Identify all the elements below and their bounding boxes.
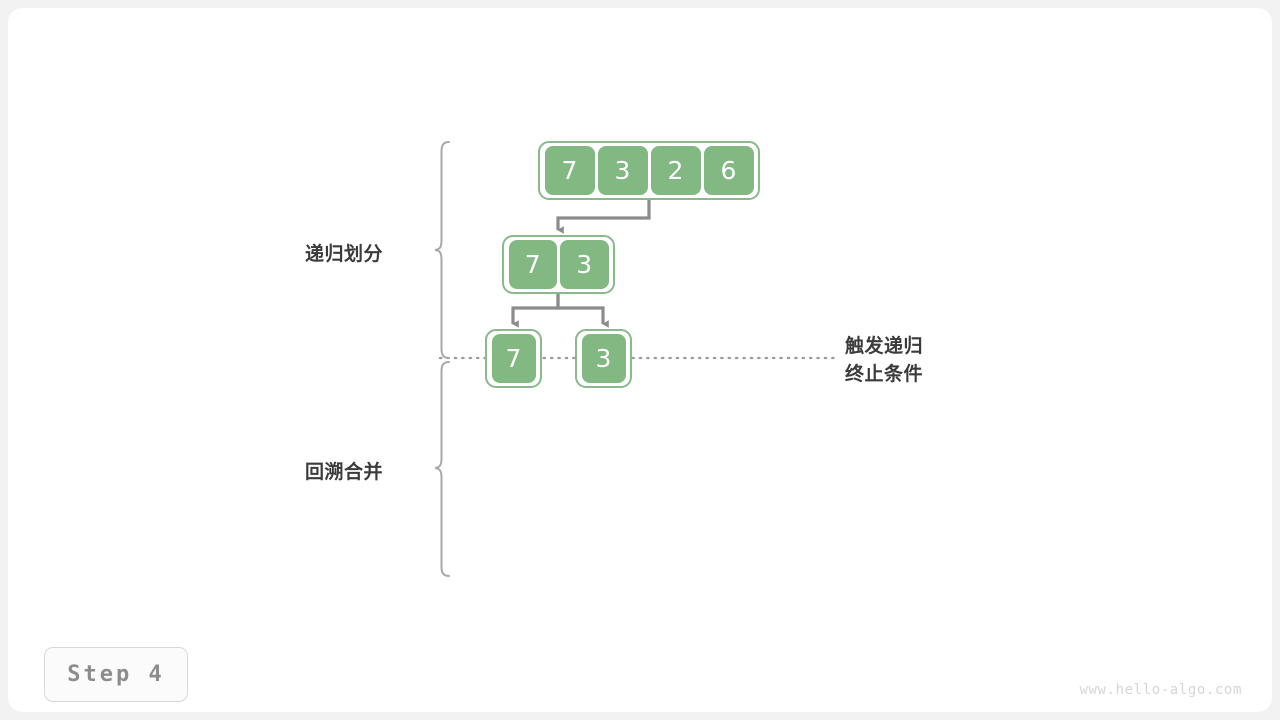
array-cell[interactable]: 2 bbox=[650, 146, 701, 195]
watermark: www.hello-algo.com bbox=[1079, 682, 1242, 698]
array-cell[interactable]: 3 bbox=[597, 146, 648, 195]
brace-recursive-division bbox=[434, 141, 450, 359]
array-cell[interactable]: 6 bbox=[703, 146, 754, 195]
connector-root-to-left-half bbox=[556, 196, 651, 234]
step-badge-label: Step 4 bbox=[67, 662, 165, 687]
brace-backtrack-merge bbox=[434, 361, 450, 577]
array-cell[interactable]: 7 bbox=[491, 334, 536, 383]
connector-half-to-leaves bbox=[511, 290, 609, 328]
array-cell[interactable]: 3 bbox=[581, 334, 626, 383]
label-termination-line2: 终止条件 bbox=[845, 363, 924, 385]
step-badge: Step 4 bbox=[44, 647, 188, 702]
diagram-canvas: 7 3 2 6 7 3 7 3 递归划分 回溯合并 触发递归 终止条件 Step… bbox=[8, 8, 1272, 712]
leaf-right-array: 3 bbox=[575, 329, 632, 388]
label-recursive-division: 递归划分 bbox=[305, 243, 384, 265]
label-termination-condition: 触发递归 终止条件 bbox=[845, 332, 923, 388]
root-array: 7 3 2 6 bbox=[538, 141, 760, 200]
connector-overlay bbox=[434, 141, 838, 577]
label-termination-line1: 触发递归 bbox=[845, 335, 924, 357]
array-cell[interactable]: 3 bbox=[560, 240, 609, 289]
label-backtrack-merge: 回溯合并 bbox=[305, 461, 384, 483]
leaf-left-array: 7 bbox=[485, 329, 542, 388]
left-half-array: 7 3 bbox=[502, 235, 615, 294]
array-cell[interactable]: 7 bbox=[544, 146, 595, 195]
array-cell[interactable]: 7 bbox=[508, 240, 557, 289]
